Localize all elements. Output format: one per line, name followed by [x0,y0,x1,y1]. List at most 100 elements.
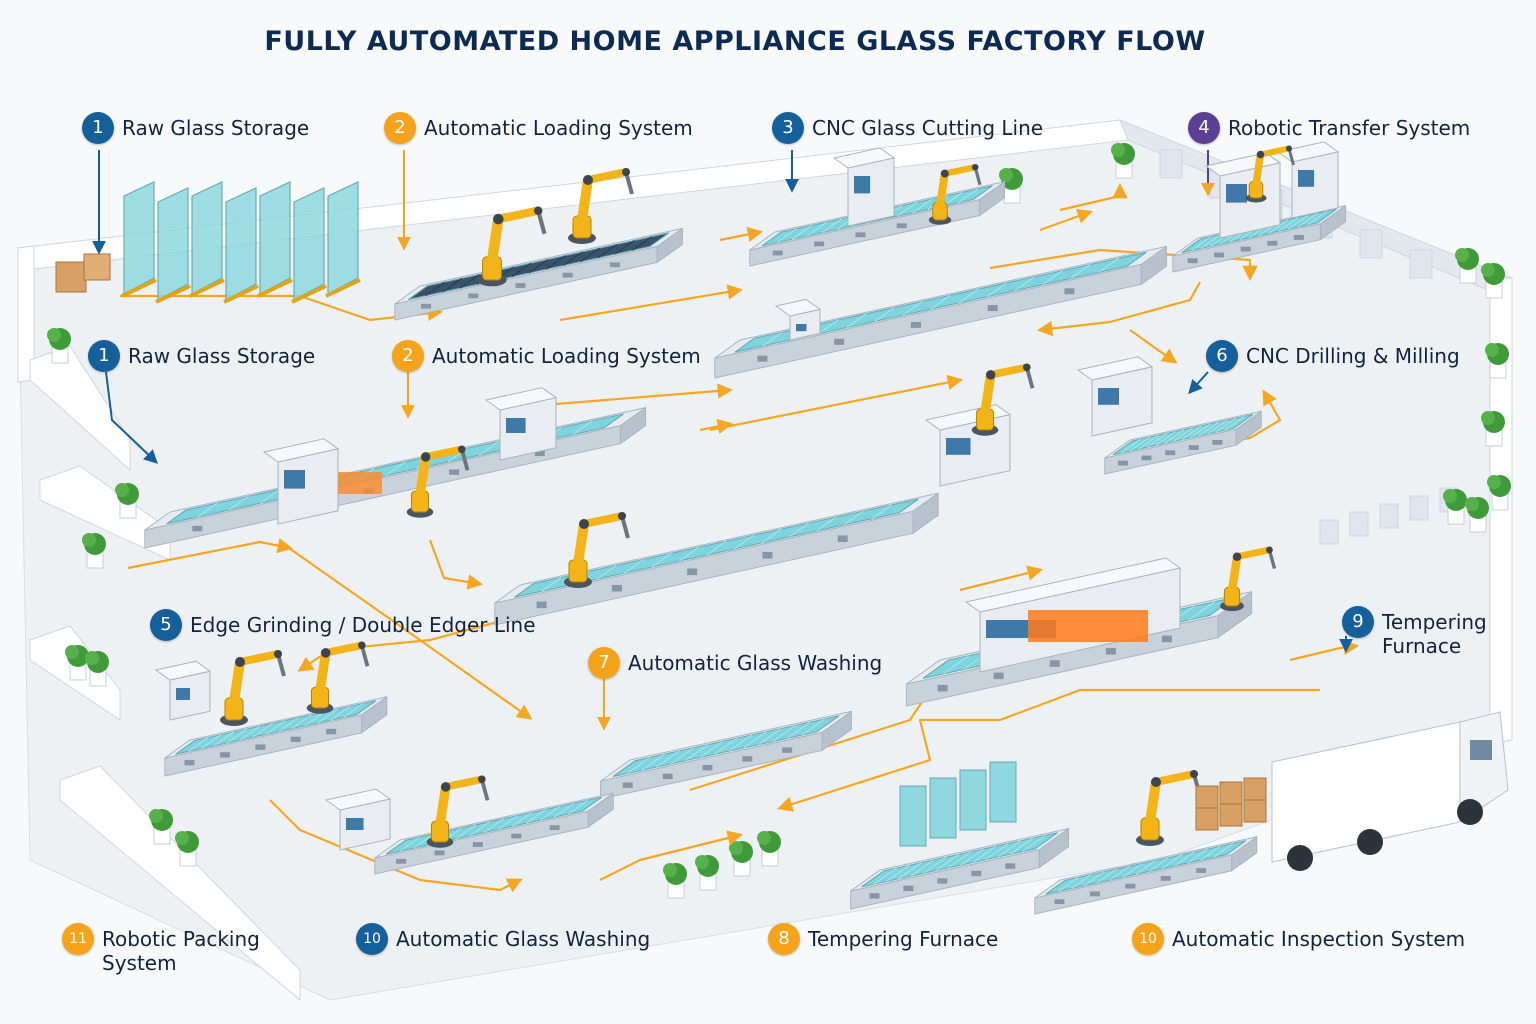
robot-joint [478,775,486,784]
conveyor-roller [997,840,1021,858]
machine-panel [855,232,866,238]
milling-cabinet [1076,356,1154,437]
page-title: FULLY AUTOMATED HOME APPLIANCE GLASS FAC… [264,26,1206,57]
conveyor-roller [317,708,338,724]
furnace-robot [1220,546,1277,612]
machine-panel [1293,235,1304,240]
conveyor-roller [1187,848,1208,864]
packing-robot-right [306,641,370,714]
machine-panel [1117,460,1128,466]
robot-joint [583,175,593,185]
flow-arrow [269,799,523,893]
conveyor-roller [1138,434,1159,450]
machine-panel [993,672,1004,680]
station-number-badge: 3 [772,112,804,144]
robot-arm-upper [1257,145,1292,158]
machine-panel [219,752,230,758]
flow-arrow [559,284,744,322]
inspection-station [850,827,1070,910]
machine-panel [834,338,845,345]
conveyor-roller [568,799,588,815]
truck-cab [1459,711,1509,823]
cabinet-top [1076,356,1154,381]
machine-panel [1064,288,1075,295]
machine-panel [1049,660,1060,667]
packing-terminal [154,660,212,721]
conveyor-roller [1098,258,1119,273]
station-label-text: Robotic Packing System [102,927,260,975]
robot-joint [1266,546,1273,554]
machine-panel [987,305,998,312]
machine-panel [511,833,522,839]
station-number-badge: 10 [1132,923,1164,955]
plant-foliage [695,855,709,869]
conveyor-roller [470,821,490,836]
station-number-badge: 7 [588,647,620,679]
plant-foliage [82,533,96,547]
plant-foliage [65,645,79,659]
machine-panel [971,870,982,877]
cabinet-screen [854,176,871,194]
robot-joint [534,206,543,215]
robot-arm-lower [1227,552,1242,595]
left-wall-segment [59,765,301,1002]
storage-rack-base [291,284,327,304]
station-label-raw-glass-storage: 1 Raw Glass Storage [82,112,309,144]
conveyor-roller [541,577,562,592]
conveyor-roller [1307,210,1328,226]
plant-foliage [999,168,1013,182]
station-label-text: Tempering Furnace [1382,610,1487,658]
station-number-badge: 6 [1206,340,1238,372]
conveyor-roller [1071,874,1092,889]
conveyor-roller [844,510,864,526]
conveyor-roller [958,288,979,304]
robot-arm-upper [941,163,979,177]
plant-foliage [1465,497,1479,511]
robot-joint [274,650,282,658]
conveyor-roller [343,703,364,718]
conveyor-roller [656,750,680,768]
edge-grinder-housing [484,387,558,461]
robot-joint [458,445,466,454]
flow-arrow [1039,208,1093,232]
conveyor-roller [624,558,644,574]
conveyor-roller [972,845,996,863]
machine-panel [255,744,266,750]
station-number-badge: 9 [1342,606,1374,638]
machine-panel [1188,445,1199,450]
conveyor-roller [651,552,672,568]
edge-robot [406,445,470,518]
conveyor-roller [1190,423,1211,439]
machine-panel [562,272,573,278]
plant-foliage [729,841,743,855]
shipping-box [1195,785,1219,809]
conveyor-roller [1198,421,1219,437]
machine-panel [1267,240,1278,246]
robot-joint [440,782,451,792]
conveyor-roller [278,717,299,732]
station-number-badge: 11 [62,923,94,955]
station-label-glass-washing-2: 10 Automatic Glass Washing [356,923,650,955]
cabinet-top [1276,141,1340,163]
machine-panel [1005,863,1016,869]
conveyor-roller [1130,436,1150,452]
robot-joint [622,168,630,176]
station-label-text: Automatic Glass Washing [396,927,651,951]
conveyor-roller [240,725,260,741]
conveyor-roller [265,720,286,735]
raw-glass-sheet [123,181,155,295]
station-label-text: Automatic Loading System [432,344,701,368]
plant-foliage [85,651,99,665]
conveyor-roller [554,802,574,818]
conveyor-roller [1148,857,1169,872]
plant-foliage [115,483,129,497]
station-number-badge: 8 [768,923,800,955]
conveyor-roller [627,756,651,774]
shipping-box [1219,781,1243,805]
machine-panel [326,728,337,735]
conveyor-roller [886,865,910,882]
conveyor-roller [897,201,918,217]
cabinet-screen [796,324,807,332]
conveyor-roller [1216,417,1236,433]
station-label-cnc-drilling: 6 CNC Drilling & Milling [1206,340,1460,372]
